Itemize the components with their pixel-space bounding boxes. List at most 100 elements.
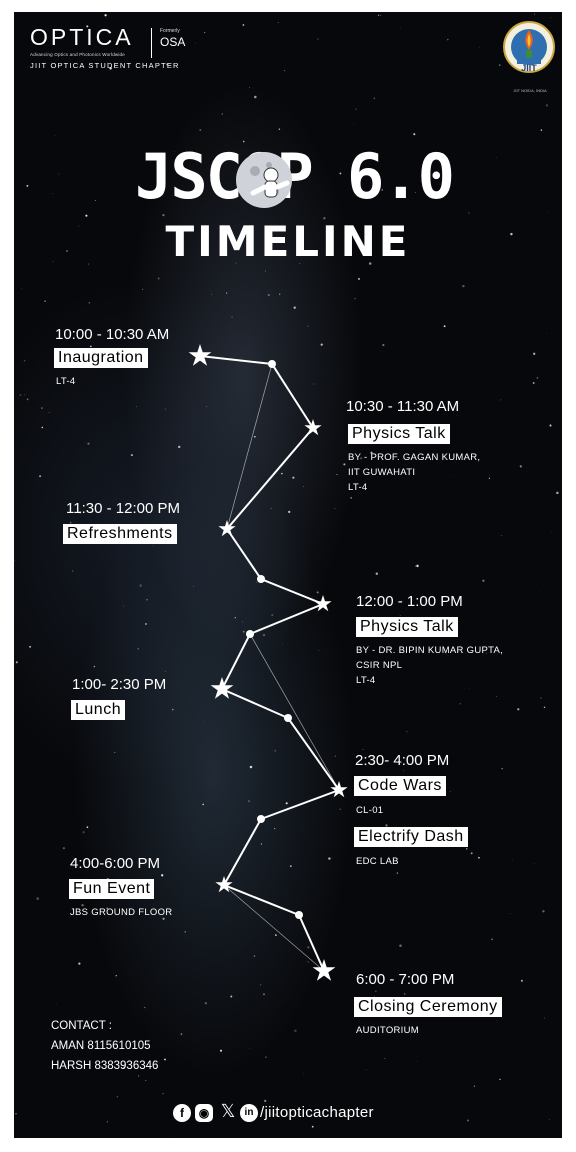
background-star (263, 993, 265, 996)
background-star (478, 856, 480, 859)
jiit-emblem-icon: JIIT (503, 21, 555, 73)
background-star (449, 791, 451, 793)
background-star (542, 910, 545, 913)
background-star (242, 630, 245, 633)
background-star (500, 535, 503, 537)
event-label-lunch: Lunch (71, 700, 126, 720)
background-star (533, 352, 536, 355)
contact-aman: AMAN 8115610105 (51, 1040, 151, 1052)
constellation-line (223, 884, 325, 972)
background-star (285, 802, 288, 805)
x-icon[interactable]: 𝕏 (220, 1101, 236, 1121)
background-star (36, 897, 39, 900)
event-label-inauguration: Inaugration (54, 348, 148, 368)
background-star (48, 412, 50, 413)
background-star (503, 651, 505, 653)
event-label-physics-talk-1: Physics Talk (348, 424, 450, 444)
background-star (149, 555, 151, 557)
constellation-node (257, 815, 265, 823)
event-time-inauguration: 10:00 - 10:30 AM (55, 326, 170, 343)
background-star (311, 1125, 314, 1128)
background-star (277, 22, 279, 23)
background-star (265, 270, 266, 272)
background-star (289, 865, 292, 867)
background-star (141, 288, 144, 291)
event-venue: LT-4 (356, 675, 376, 686)
background-star (260, 843, 262, 845)
event-time-fun-event: 4:00-6:00 PM (70, 855, 161, 872)
background-star (488, 477, 491, 480)
background-star (178, 445, 181, 449)
background-star (540, 697, 542, 699)
background-star (78, 225, 80, 227)
background-star (496, 157, 498, 158)
background-star (98, 685, 100, 686)
background-star (532, 382, 535, 384)
background-star (339, 172, 342, 175)
background-star (106, 907, 109, 910)
background-star (194, 42, 196, 44)
background-star (226, 292, 228, 294)
background-star (231, 316, 233, 318)
instagram-icon[interactable]: ◉ (195, 1104, 213, 1122)
background-star (399, 28, 401, 29)
background-star (58, 173, 60, 175)
background-star (292, 476, 295, 479)
background-star (249, 765, 253, 769)
background-star (172, 708, 174, 711)
event-venue: JBS GROUND FLOOR (70, 907, 173, 918)
event-venue: LT-4 (348, 482, 368, 493)
event-speaker-affiliation: CSIR NPL (356, 660, 403, 671)
background-star (78, 962, 81, 965)
event-label-refreshments: Refreshments (63, 524, 177, 544)
background-star (275, 934, 277, 936)
background-star (303, 1073, 304, 1075)
background-star (496, 695, 498, 697)
background-star (547, 211, 549, 213)
facebook-icon[interactable]: f (173, 1104, 191, 1122)
background-star (329, 226, 332, 229)
background-star (184, 931, 186, 933)
background-star (465, 848, 468, 850)
background-star (271, 614, 274, 617)
background-star (230, 995, 233, 998)
constellation-star-icon (188, 344, 212, 366)
background-star (144, 623, 147, 625)
background-star (267, 293, 270, 297)
background-star (414, 565, 416, 567)
background-star (544, 1017, 545, 1019)
background-star (546, 333, 548, 334)
constellation-star-icon (210, 677, 234, 699)
background-star (482, 579, 485, 582)
background-star (262, 633, 266, 637)
social-handle[interactable]: /jiitopticachapter (260, 1104, 374, 1121)
background-star (375, 990, 377, 992)
constellation-star-icon (215, 876, 233, 893)
background-star (146, 598, 148, 601)
background-star (373, 97, 376, 99)
background-star (87, 442, 90, 445)
background-star (446, 165, 448, 167)
background-star (264, 1056, 267, 1059)
background-star (416, 564, 419, 568)
background-star (284, 70, 286, 72)
background-star (106, 1121, 109, 1123)
background-star (318, 650, 320, 651)
background-star (467, 1119, 470, 1122)
background-star (366, 1069, 367, 1070)
event-venue: CL-01 (356, 805, 384, 816)
background-star (500, 399, 502, 401)
background-star (21, 287, 22, 289)
linkedin-icon[interactable]: in (240, 1104, 258, 1122)
background-star (362, 748, 364, 750)
background-star (19, 394, 22, 397)
background-star (106, 53, 107, 55)
background-star (373, 995, 375, 997)
background-star (549, 424, 552, 427)
background-star (468, 212, 470, 214)
background-star (157, 277, 160, 280)
background-star (534, 13, 536, 15)
background-star (396, 872, 399, 874)
background-star (52, 193, 53, 195)
background-star (473, 1085, 476, 1087)
